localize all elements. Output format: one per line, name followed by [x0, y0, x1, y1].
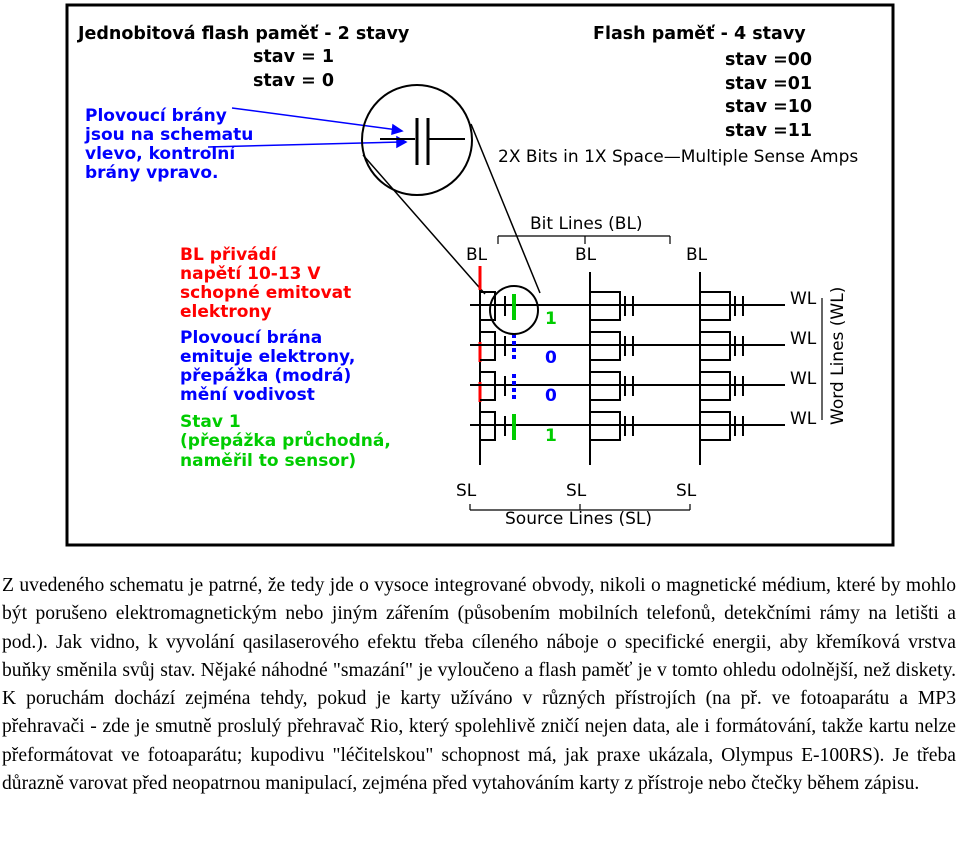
- right-title: Flash paměť - 4 stavy: [593, 24, 806, 44]
- magnified-cell: [361, 84, 541, 295]
- wl-label-3: WL: [790, 369, 817, 389]
- right-state-00: stav =00: [725, 50, 812, 70]
- source-lines-pointer: [469, 504, 691, 511]
- word-lines-label: Word Lines (WL): [828, 287, 848, 425]
- sense-amps-label: 2X Bits in 1X Space—Multiple Sense Amps: [498, 147, 858, 167]
- bit-line-voltage-note: BL přivádí napětí 10-13 V schopné emitov…: [180, 245, 351, 322]
- body-paragraph: Z uvedeného schematu je patrné, že tedy …: [2, 575, 956, 795]
- right-state-01: stav =01: [725, 74, 812, 94]
- svg-text:schopné emitovat: schopné emitovat: [180, 283, 351, 303]
- svg-text:brány vpravo.: brány vpravo.: [85, 163, 218, 183]
- svg-text:naměřil to sensor): naměřil to sensor): [180, 451, 356, 471]
- note-arrows: [207, 107, 408, 149]
- cell-bit-1: 1: [545, 309, 557, 329]
- source-lines: [479, 440, 701, 465]
- svg-text:napětí 10-13 V: napětí 10-13 V: [180, 264, 321, 284]
- bit-lines-label: Bit Lines (BL): [530, 214, 643, 234]
- memory-cells: [480, 291, 744, 441]
- sl-label-1: SL: [456, 481, 477, 501]
- bl-label-3: BL: [686, 245, 708, 265]
- svg-text:Stav 1: Stav 1: [180, 412, 241, 432]
- svg-text:(přepážka průchodná,: (přepážka průchodná,: [180, 429, 391, 451]
- svg-text:emituje elektrony,: emituje elektrony,: [180, 347, 355, 367]
- word-lines: [470, 304, 785, 426]
- source-lines-label: Source Lines (SL): [505, 509, 652, 529]
- cell-bit-3: 0: [545, 386, 557, 406]
- floating-gate-note: Plovoucí brány jsou na schematu vlevo, k…: [84, 106, 253, 183]
- svg-text:Plovoucí brána: Plovoucí brána: [180, 328, 322, 348]
- svg-text:mění vodivost: mění vodivost: [180, 385, 315, 405]
- cell-bit-2: 0: [545, 348, 557, 368]
- electron-emission-note: Plovoucí brána emituje elektrony, přepáž…: [180, 328, 355, 405]
- svg-text:vlevo, kontrolní: vlevo, kontrolní: [85, 144, 236, 164]
- bit-lines-pointer: [497, 235, 671, 244]
- svg-text:přepážka (modrá): přepážka (modrá): [180, 366, 351, 386]
- wl-label-2: WL: [790, 329, 817, 349]
- right-state-10: stav =10: [725, 97, 812, 117]
- sl-label-2: SL: [566, 481, 587, 501]
- bl-label-2: BL: [575, 245, 597, 265]
- wl-label-4: WL: [790, 409, 817, 429]
- svg-text:BL přivádí: BL přivádí: [180, 245, 278, 265]
- right-state-11: stav =11: [725, 121, 812, 141]
- svg-text:elektrony: elektrony: [180, 302, 272, 322]
- left-state-1: stav = 1: [253, 47, 334, 67]
- highlighted-cell: [489, 285, 539, 335]
- bl-label-1: BL: [466, 245, 488, 265]
- left-state-0: stav = 0: [253, 71, 334, 91]
- flash-memory-diagram: Jednobitová flash paměť - 2 stavy stav =…: [65, 3, 895, 547]
- sl-label-3: SL: [676, 481, 697, 501]
- left-title: Jednobitová flash paměť - 2 stavy: [77, 24, 410, 44]
- wl-label-1: WL: [790, 289, 817, 309]
- cell-bit-4: 1: [545, 426, 557, 446]
- svg-text:Plovoucí brány: Plovoucí brány: [85, 106, 227, 126]
- svg-text:jsou na schematu: jsou na schematu: [84, 125, 253, 145]
- state-one-note: Stav 1 (přepážka průchodná, naměřil to s…: [180, 412, 391, 471]
